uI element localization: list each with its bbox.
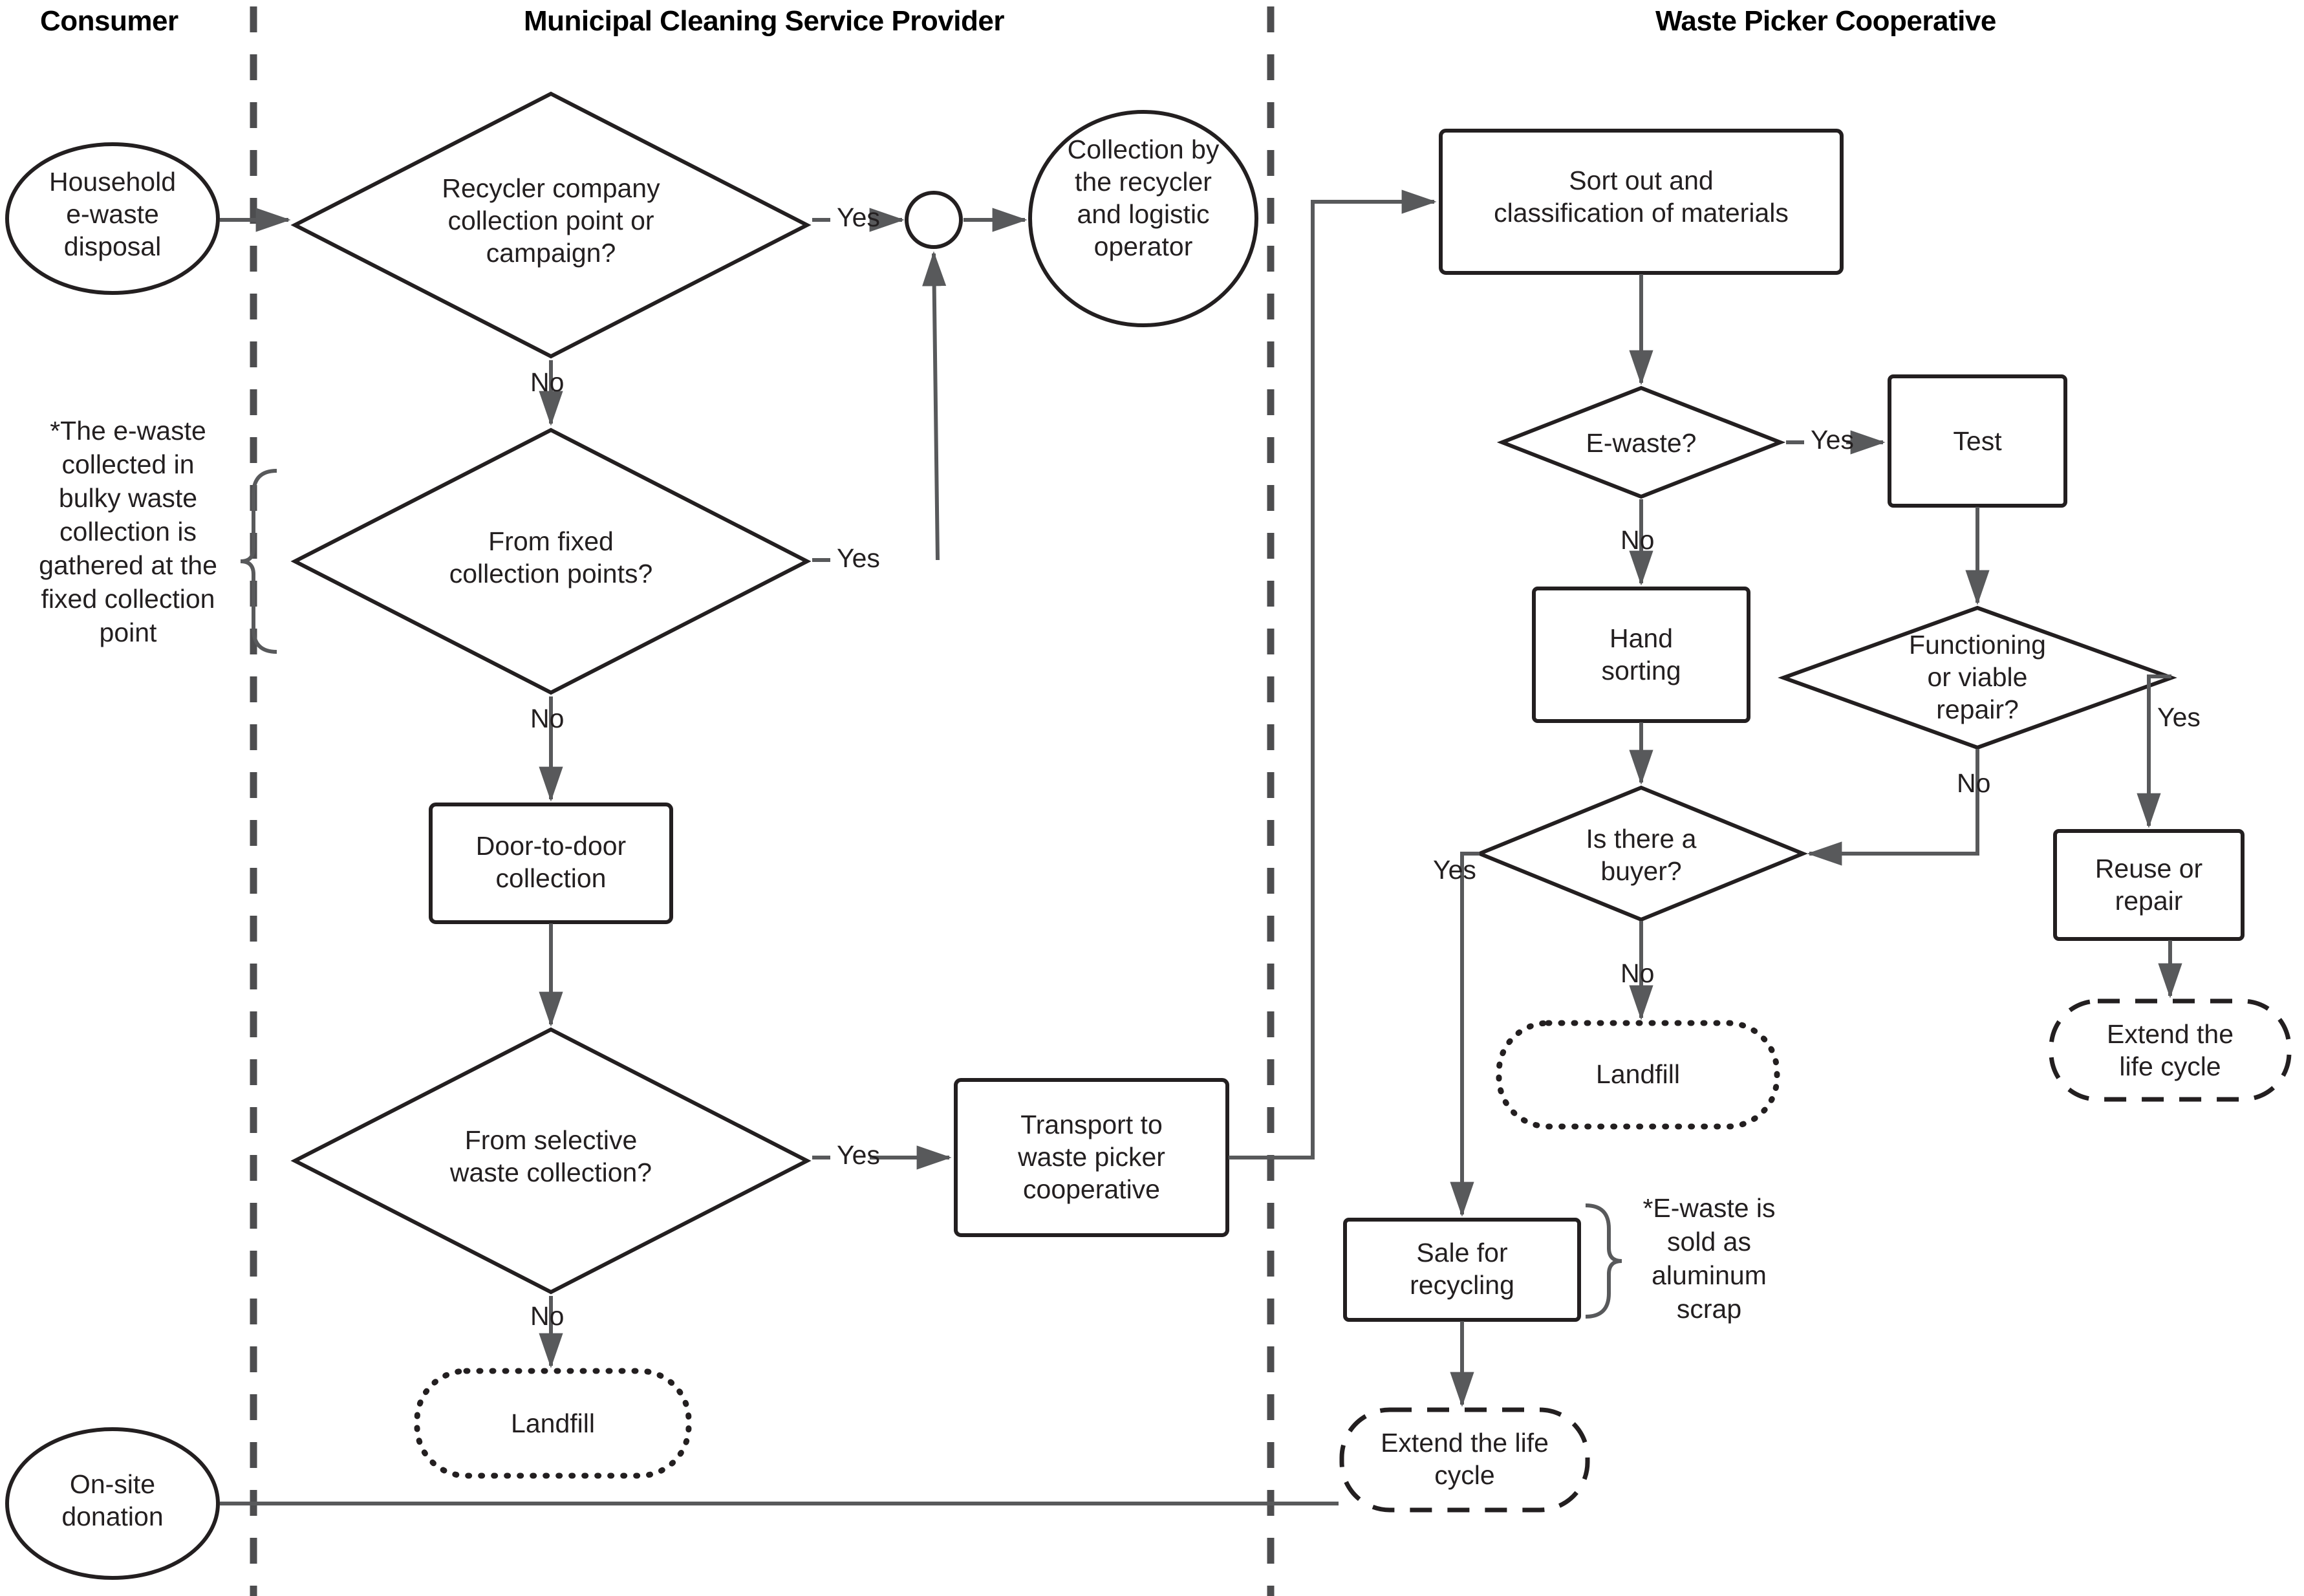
edge-transport-to-sort xyxy=(1229,189,1437,1159)
node-landfill-coop xyxy=(1496,1020,1780,1130)
node-transport-coop xyxy=(954,1078,1229,1237)
node-extend-life-bottom xyxy=(1339,1407,1590,1513)
node-collection-recycler xyxy=(1028,110,1258,327)
edge-fixed-yes xyxy=(922,251,947,561)
node-onsite-donation xyxy=(5,1427,220,1580)
node-selective-waste xyxy=(290,1027,812,1295)
node-extend-life-right xyxy=(2049,998,2292,1102)
lane-title-municipal: Municipal Cleaning Service Provider xyxy=(524,5,1004,37)
node-door-to-door xyxy=(429,803,673,924)
lane-title-consumer: Consumer xyxy=(40,5,178,37)
node-test xyxy=(1888,374,2067,508)
node-hand-sorting xyxy=(1532,587,1750,723)
node-functioning-q xyxy=(1778,605,2177,750)
edge-label-ewaste-no: No xyxy=(1620,525,1655,555)
brace-bulky-waste xyxy=(240,469,277,654)
node-fixed-points xyxy=(290,427,812,695)
node-sort-classify xyxy=(1439,129,1844,275)
edge-label-functioning-yes: Yes xyxy=(2157,702,2201,732)
node-landfill-municipal xyxy=(414,1368,692,1479)
node-household-disposal xyxy=(5,142,220,295)
edge-label-fixed-no: No xyxy=(530,704,565,733)
node-ewaste-q xyxy=(1496,385,1786,499)
edge-label-recycler-no: No xyxy=(530,367,565,397)
note-aluminum-scrap: *E-waste is sold as aluminum scrap xyxy=(1642,1193,1776,1324)
note-bulky-waste: *The e-waste collected in bulky waste co… xyxy=(39,416,217,648)
edge-label-ewaste-yes: Yes xyxy=(1811,425,1854,455)
yes-leader-dashes xyxy=(812,218,1804,1159)
edge-label-fixed-yes: Yes xyxy=(837,543,880,573)
edge-functioning-no xyxy=(1807,749,1979,866)
node-recycler-company xyxy=(290,91,812,359)
brace-aluminum-scrap xyxy=(1585,1203,1622,1319)
edge-label-selective-no: No xyxy=(530,1301,565,1331)
edge-buyer-yes xyxy=(1450,852,1480,1217)
node-reuse-repair xyxy=(2053,829,2245,941)
edge-label-recycler-yes: Yes xyxy=(837,202,880,232)
edge-label-selective-yes: Yes xyxy=(837,1140,880,1170)
node-sale-recycling xyxy=(1343,1218,1581,1322)
edge-label-buyer-yes: Yes xyxy=(1433,855,1476,885)
node-buyer-q xyxy=(1474,785,1808,922)
lane-title-cooperative: Waste Picker Cooperative xyxy=(1655,5,1996,37)
node-merge-connector xyxy=(905,191,963,249)
edge-label-functioning-no: No xyxy=(1957,768,1991,798)
edge-label-buyer-no: No xyxy=(1620,958,1655,988)
edge-functioning-yes xyxy=(2137,674,2171,828)
